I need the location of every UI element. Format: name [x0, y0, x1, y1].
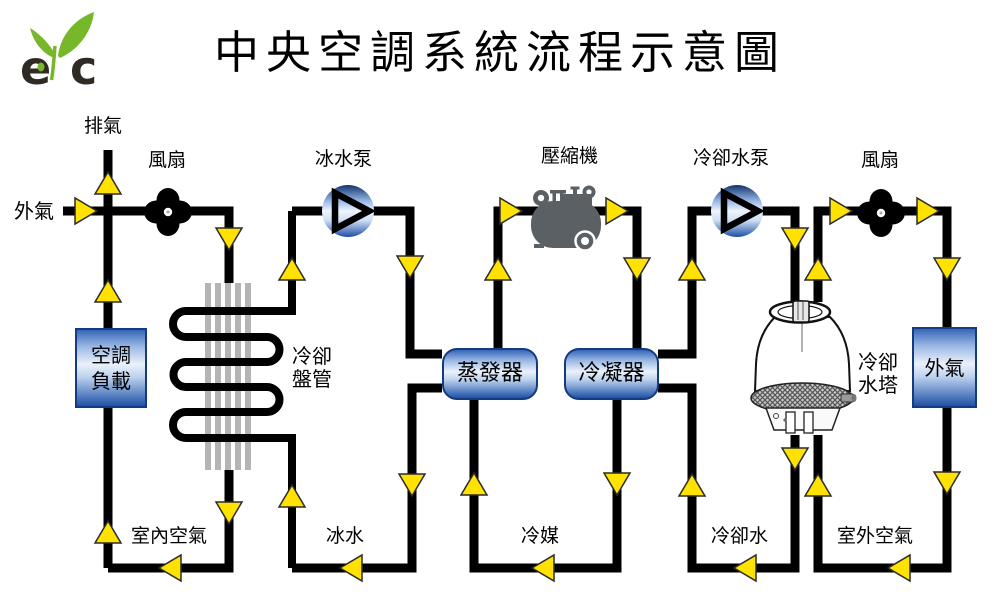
chilled-water-pump-icon [322, 185, 376, 237]
label-outside-air-intake: 外氣 [14, 199, 54, 223]
arrow-left [887, 554, 911, 582]
arrow-up [678, 473, 706, 497]
arrow-up [278, 257, 306, 281]
arrow-right [916, 197, 940, 225]
fan-icon [144, 188, 192, 236]
compressor-icon [531, 185, 601, 252]
arrow-up [484, 257, 512, 281]
arrow-left [339, 554, 363, 582]
logo-letter-e: e [20, 41, 51, 95]
label-chilled-water-pump: 冰水泵 [315, 148, 373, 170]
pipe-indoor-air-return [108, 470, 234, 573]
coil-fins [205, 283, 251, 470]
label-cooling-tower: 冷卻 水塔 [858, 350, 898, 397]
arrow-right [499, 197, 523, 225]
pipe-cooling-water-return [658, 383, 800, 573]
arrow-up [804, 257, 832, 281]
eyc-logo: e c [20, 12, 97, 95]
label-outdoor-air: 室外空氣 [837, 525, 914, 547]
arrow-left [158, 554, 182, 582]
arrow-right [829, 197, 853, 225]
arrow-down [781, 447, 809, 471]
arrow-up [804, 473, 832, 497]
pipe-chilled-supply [292, 206, 442, 359]
label-fan-left: 風扇 [148, 149, 187, 171]
label-refrigerant: 冷媒 [521, 525, 560, 547]
page-title: 中央空調系統流程示意圖 [213, 26, 786, 79]
arrow-down [396, 255, 424, 279]
outside-air-box: 外氣 [912, 327, 977, 408]
cooling-tower-icon [750, 300, 857, 434]
arrow-up [678, 257, 706, 281]
arrow-down [603, 472, 631, 496]
arrow-left [531, 554, 555, 582]
label-compressor: 壓縮機 [541, 145, 599, 167]
label-cooling-water: 冷卻水 [711, 525, 769, 547]
arrow-down [623, 257, 651, 281]
arrow-down [215, 227, 243, 251]
arrow-down [398, 473, 426, 497]
arrow-down [781, 227, 809, 251]
arrow-up [94, 171, 122, 195]
label-cooling-coil: 冷卻 盤管 [292, 344, 332, 391]
logo-drop [37, 62, 45, 72]
arrow-up [94, 520, 122, 544]
cooling-coil-serpentine [169, 211, 296, 568]
label-chilled-water: 冰水 [326, 525, 365, 547]
logo-stem [49, 45, 57, 81]
arrow-down [215, 501, 243, 525]
arrow-up [278, 484, 306, 508]
pipe-intake-to-coil [63, 206, 234, 283]
logo-leaf-left [30, 28, 56, 58]
arrow-down [933, 471, 961, 495]
condenser-box: 冷凝器 [564, 348, 659, 400]
label-exhaust: 排氣 [84, 115, 123, 137]
arrow-left [733, 554, 757, 582]
arrow-right [74, 197, 98, 225]
logo-leaf-right [58, 12, 94, 58]
evaporator-box: 蒸發器 [442, 348, 538, 400]
cooling-water-pump-icon [711, 185, 765, 237]
arrow-up [460, 472, 488, 496]
arrow-down [933, 257, 961, 281]
arrow-up [94, 279, 122, 303]
label-indoor-air: 室內空氣 [131, 525, 208, 547]
arrow-right [605, 197, 629, 225]
label-fan-right: 風扇 [861, 149, 900, 171]
label-cooling-water-pump: 冷卻水泵 [693, 147, 770, 169]
ac-load-box: 空調 負載 [75, 328, 147, 408]
fan-icon [857, 189, 905, 237]
logo-letter-c: c [70, 41, 97, 95]
